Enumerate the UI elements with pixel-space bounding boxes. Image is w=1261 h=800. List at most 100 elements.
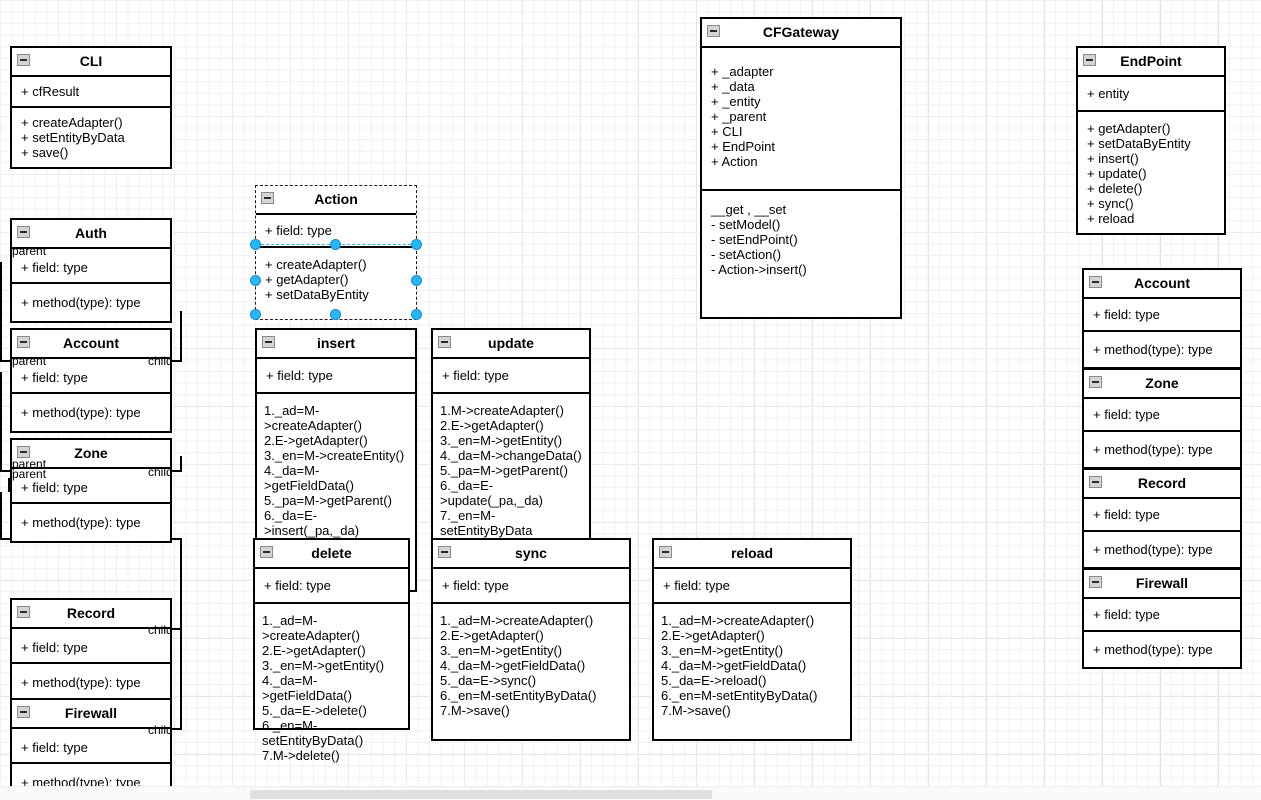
resize-handle-mid-left-top[interactable]: [250, 239, 261, 250]
collapse-minus-icon[interactable]: [17, 446, 30, 458]
class-attributes: + field: type: [12, 729, 170, 764]
class-title: sync: [515, 545, 547, 561]
class-title: reload: [730, 545, 773, 561]
class-title: Firewall: [64, 705, 118, 721]
connector-auth-left-v: [0, 262, 2, 362]
class-box-firewall-left[interactable]: Firewall + field: type + method(type): t…: [10, 698, 172, 800]
connector-account-left-v: [0, 372, 2, 472]
class-header-account-left: Account: [12, 330, 170, 359]
class-title: Zone: [1145, 375, 1179, 391]
scrollbar-thumb[interactable]: [250, 790, 712, 799]
class-box-account-right[interactable]: Account + field: type + method(type): ty…: [1082, 268, 1242, 369]
horizontal-scrollbar[interactable]: [0, 786, 1261, 800]
class-attributes: + field: type: [255, 569, 408, 604]
collapse-minus-icon[interactable]: [260, 546, 273, 558]
class-title: EndPoint: [1120, 53, 1182, 69]
collapse-minus-icon[interactable]: [1089, 576, 1102, 588]
class-methods: + createAdapter() + getAdapter() + setDa…: [265, 257, 369, 302]
class-title: delete: [311, 545, 352, 561]
class-attributes: + field: type: [12, 469, 170, 504]
class-attributes: + field: type: [1084, 499, 1240, 532]
collapse-minus-icon[interactable]: [261, 192, 274, 204]
collapse-minus-icon[interactable]: [17, 336, 30, 348]
class-title: Record: [1137, 475, 1187, 491]
class-box-record-left[interactable]: Record + field: type + method(type): typ…: [10, 598, 172, 703]
collapse-minus-icon[interactable]: [17, 606, 30, 618]
resize-handle-mid-right[interactable]: [411, 275, 422, 286]
class-box-update[interactable]: update + field: type 1.M->createAdapter(…: [431, 328, 591, 562]
collapse-minus-icon[interactable]: [1089, 476, 1102, 488]
resize-handle-bottom-left[interactable]: [250, 309, 261, 320]
class-header-endpoint: EndPoint: [1078, 48, 1224, 77]
class-box-zone-right[interactable]: Zone + field: type + method(type): type: [1082, 368, 1242, 469]
class-methods: + method(type): type: [1093, 342, 1213, 357]
class-header-auth: Auth: [12, 220, 170, 249]
class-box-cfgateway[interactable]: CFGateway + _adapter + _data + _entity +…: [700, 17, 902, 319]
collapse-minus-icon[interactable]: [707, 25, 720, 37]
collapse-minus-icon[interactable]: [262, 336, 275, 348]
class-title: Auth: [75, 225, 107, 241]
class-attributes: + field: type: [433, 569, 629, 604]
collapse-minus-icon[interactable]: [17, 706, 30, 718]
class-box-action[interactable]: Action + field: type + createAdapter() +…: [255, 185, 417, 320]
connector-left-column-spine: [180, 538, 182, 660]
class-attributes: + field: type: [1084, 299, 1240, 332]
class-box-delete[interactable]: delete + field: type 1._ad=M->createAdap…: [253, 538, 410, 763]
class-header-record-left: Record: [12, 600, 170, 629]
class-header-cfgateway: CFGateway: [702, 19, 900, 48]
class-box-firewall-right[interactable]: Firewall + field: type + method(type): t…: [1082, 568, 1242, 669]
class-methods: + createAdapter() + setEntityByData + sa…: [21, 115, 125, 160]
class-attributes: + field: type: [1084, 599, 1240, 632]
class-box-endpoint[interactable]: EndPoint + entity + getAdapter() + setDa…: [1076, 46, 1226, 235]
collapse-minus-icon[interactable]: [17, 226, 30, 238]
resize-handle-mid-right-top[interactable]: [411, 239, 422, 250]
collapse-minus-icon[interactable]: [1083, 54, 1096, 66]
class-methods: + method(type): type: [1093, 542, 1213, 557]
edge-label-zone-parent-a: parent: [12, 457, 47, 471]
connector-firewall-spine: [180, 628, 182, 730]
collapse-minus-icon[interactable]: [438, 336, 451, 348]
class-box-account-left[interactable]: Account + field: type + method(type): ty…: [10, 328, 172, 433]
class-header-account-right: Account: [1084, 270, 1240, 299]
collapse-minus-icon[interactable]: [1089, 376, 1102, 388]
connector-account-to-zone-v: [180, 456, 182, 472]
class-title: Action: [314, 191, 358, 207]
class-header-zone-right: Zone: [1084, 370, 1240, 399]
class-header-insert: insert: [257, 330, 415, 359]
class-title: Record: [66, 605, 116, 621]
class-header-delete: delete: [255, 540, 408, 569]
class-attributes: + field: type: [257, 359, 415, 394]
class-title: insert: [316, 335, 356, 351]
class-attributes: + field: type: [12, 629, 170, 664]
collapse-minus-icon[interactable]: [659, 546, 672, 558]
class-attributes: + cfResult: [12, 77, 170, 108]
class-box-cli[interactable]: CLI + cfResult + createAdapter() + setEn…: [10, 46, 172, 169]
connector-zone-outer-v: [0, 492, 2, 540]
class-methods: 1._ad=M->createAdapter() 2.E->getAdapter…: [262, 613, 385, 763]
resize-handle-bottom-center[interactable]: [330, 309, 341, 320]
resize-handle-bottom-right[interactable]: [411, 309, 422, 320]
class-box-zone-left[interactable]: Zone + field: type + method(type): type: [10, 438, 172, 543]
class-methods: + method(type): type: [21, 675, 141, 690]
class-box-record-right[interactable]: Record + field: type + method(type): typ…: [1082, 468, 1242, 569]
class-title: update: [488, 335, 534, 351]
class-methods: + method(type): type: [21, 405, 141, 420]
class-title: CLI: [79, 53, 103, 69]
class-methods: 1._ad=M->createAdapter() 2.E->getAdapter…: [440, 613, 597, 718]
class-methods: + method(type): type: [1093, 642, 1213, 657]
collapse-minus-icon[interactable]: [17, 54, 30, 66]
class-methods: + method(type): type: [21, 515, 141, 530]
resize-handle-mid-center-top[interactable]: [330, 239, 341, 250]
class-box-auth[interactable]: Auth + field: type + method(type): type: [10, 218, 172, 323]
class-attributes: + entity: [1078, 77, 1224, 112]
class-title: Account: [1134, 275, 1190, 291]
collapse-minus-icon[interactable]: [438, 546, 451, 558]
resize-handle-mid-left[interactable]: [250, 275, 261, 286]
class-box-sync[interactable]: sync + field: type 1._ad=M->createAdapte…: [431, 538, 631, 741]
class-title: Account: [63, 335, 119, 351]
class-box-reload[interactable]: reload + field: type 1._ad=M->createAdap…: [652, 538, 852, 741]
class-header-zone-left: Zone: [12, 440, 170, 469]
collapse-minus-icon[interactable]: [1089, 276, 1102, 288]
class-methods: 1.M->createAdapter() 2.E->getAdapter() 3…: [440, 403, 582, 553]
